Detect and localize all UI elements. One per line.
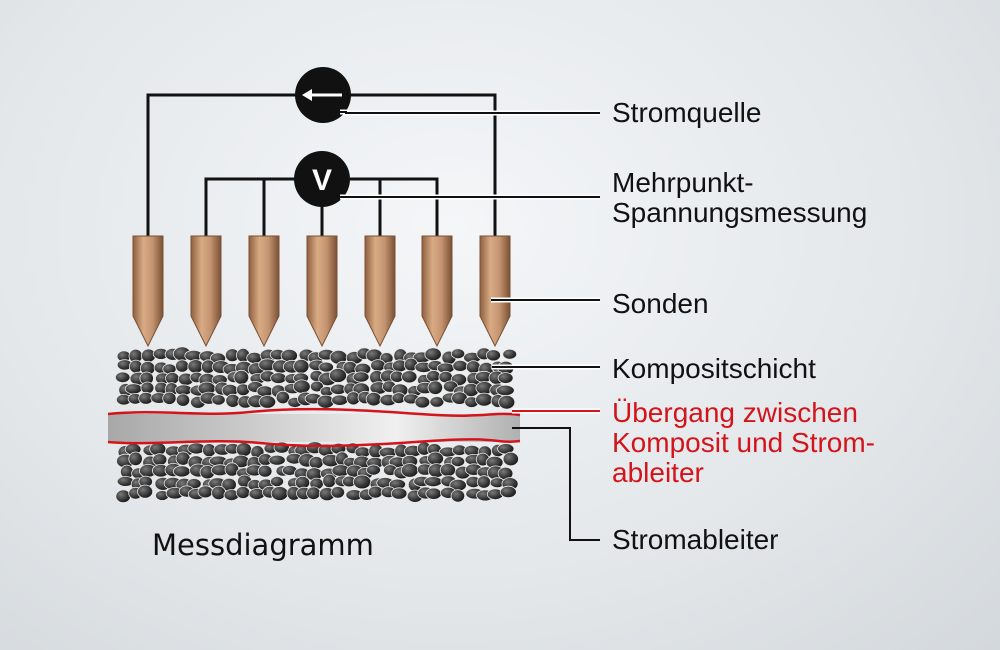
- current-source-circuit: [146, 93, 497, 240]
- composite-particle: [439, 463, 456, 477]
- label-interface-line2: Komposit und Strom-: [612, 427, 875, 458]
- composite-particle: [175, 393, 191, 407]
- composite-particle: [306, 486, 321, 500]
- composite-particle: [352, 474, 372, 490]
- composite-particle: [400, 463, 419, 478]
- probe: [190, 235, 222, 348]
- composite-particle: [401, 370, 418, 384]
- composite-particle: [495, 384, 515, 396]
- probe: [364, 235, 396, 348]
- composite-particle: [365, 391, 382, 407]
- composite-particle: [502, 451, 519, 467]
- composite-particle: [235, 442, 252, 457]
- composite-particle: [211, 485, 227, 501]
- composite-particle: [450, 489, 466, 503]
- label-voltage-line2: Spannungsmessung: [612, 197, 868, 228]
- composite-particle: [465, 360, 481, 374]
- composite-particle: [275, 390, 290, 405]
- composite-particle: [233, 369, 250, 385]
- composite-particle: [452, 359, 469, 372]
- composite-particle: [292, 379, 311, 394]
- composite-particle: [427, 380, 444, 395]
- composite-particle: [268, 454, 286, 466]
- probe: [421, 235, 453, 348]
- composite-particle: [366, 464, 381, 476]
- composite-particle: [424, 347, 442, 362]
- probe: [248, 235, 280, 348]
- current-collector-bar: [108, 414, 520, 442]
- probe: [479, 235, 511, 348]
- label-interface-line1: Übergang zwischen: [612, 397, 858, 428]
- composite-particle: [257, 464, 273, 478]
- composite-particle: [124, 383, 143, 395]
- probe: [306, 235, 338, 348]
- composite-layer-bottom: [115, 441, 519, 504]
- composite-particle: [499, 485, 517, 498]
- diagram-title: Messdiagramm: [152, 528, 374, 562]
- composite-particle: [149, 442, 167, 456]
- label-probes: Sonden: [612, 288, 709, 319]
- composite-particle: [330, 486, 346, 499]
- label-current-collector: Stromableiter: [612, 524, 779, 555]
- composite-particle: [270, 372, 287, 384]
- composite-particle: [322, 473, 337, 489]
- composite-particle: [114, 371, 131, 384]
- composite-particle: [137, 484, 154, 499]
- composite-particle: [370, 359, 386, 372]
- composite-particle: [197, 485, 214, 499]
- label-composite-layer: Kompositschicht: [612, 353, 816, 384]
- label-interface-line3: ableiter: [612, 457, 704, 488]
- voltmeter-icon: V: [294, 151, 350, 207]
- interface-line-bottom: [107, 438, 521, 448]
- composite-particle: [172, 465, 191, 478]
- composite-particle: [211, 394, 226, 406]
- composite-particle: [429, 396, 445, 408]
- composite-particle: [414, 396, 431, 409]
- composite-particle: [476, 475, 491, 489]
- composite-particle: [485, 349, 501, 362]
- composite-particle: [367, 485, 384, 499]
- composite-particle: [152, 453, 168, 466]
- label-current-source: Stromquelle: [612, 97, 762, 128]
- composite-particle: [450, 348, 466, 360]
- composite-particle: [450, 455, 466, 467]
- composite-particle: [475, 392, 494, 407]
- label-voltage-line1: Mehrpunkt-: [612, 167, 754, 198]
- composite-particle: [390, 487, 408, 500]
- composite-particle: [427, 451, 444, 466]
- composite-particle: [328, 368, 347, 383]
- composite-particle: [308, 456, 324, 470]
- composite-particle: [162, 391, 177, 405]
- composite-particle: [497, 372, 514, 384]
- composite-particle: [115, 489, 131, 504]
- composite-particle: [331, 394, 349, 406]
- composite-particle: [269, 475, 284, 487]
- composite-particle: [258, 395, 277, 409]
- voltmeter-symbol: V: [312, 164, 332, 197]
- composite-particle: [502, 348, 518, 360]
- current-source-icon: [295, 67, 351, 123]
- composite-particle: [175, 359, 190, 373]
- composite-particle: [235, 486, 251, 499]
- composite-particle: [425, 487, 442, 500]
- composite-particle: [128, 451, 143, 467]
- leader-collector: [512, 427, 600, 541]
- composite-particle: [424, 476, 443, 488]
- leader-lines: [340, 109, 600, 541]
- voltage-circuit: [204, 177, 439, 240]
- composite-particle: [270, 486, 289, 501]
- composite-particle: [309, 380, 324, 393]
- composite-particle: [293, 358, 310, 374]
- composite-particle: [498, 394, 516, 410]
- composite-particle: [352, 371, 370, 383]
- composite-particle: [426, 370, 441, 383]
- composite-layer-top: [114, 346, 518, 410]
- probes: [132, 235, 511, 348]
- interface-line-top: [107, 407, 521, 417]
- probe: [132, 235, 164, 348]
